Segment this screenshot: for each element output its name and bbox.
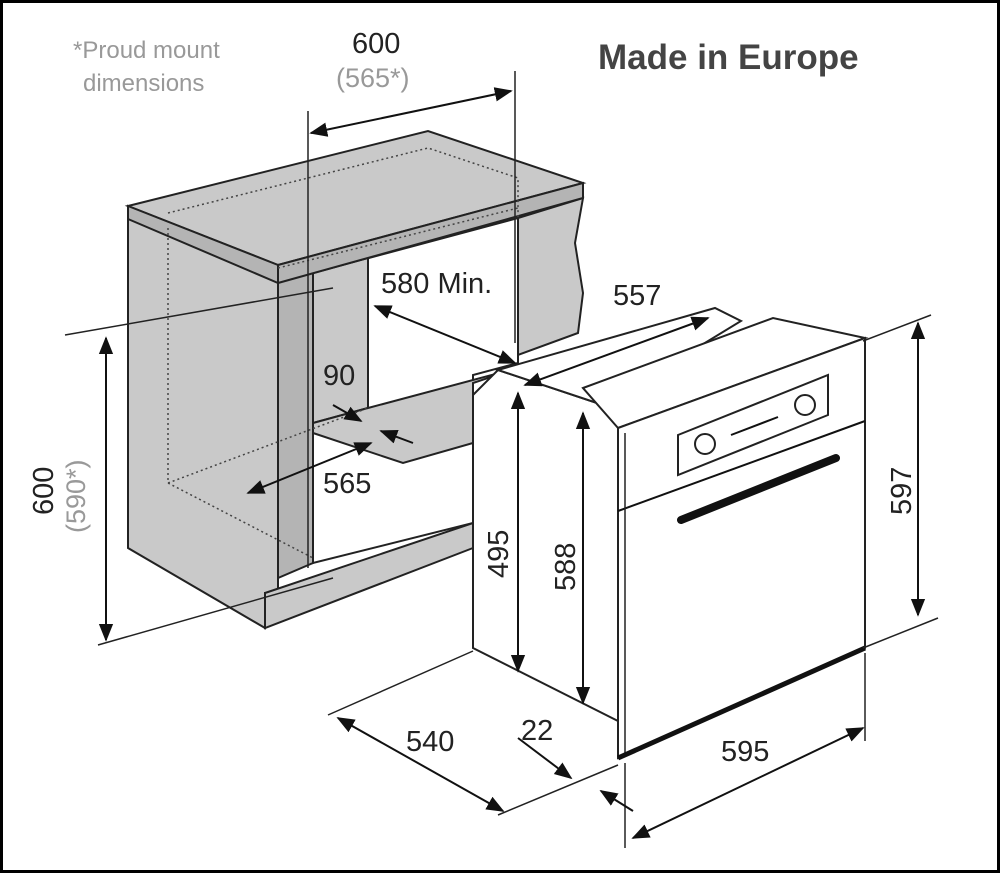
label-oven-side-height: 495	[483, 530, 515, 578]
cabinet-top-side-edge	[277, 181, 584, 285]
label-cabinet-height-proud: (590*)	[61, 459, 91, 533]
label-oven-body-height: 588	[550, 543, 582, 591]
note-line2: dimensions	[83, 70, 204, 97]
note-line1: *Proud mount	[73, 37, 220, 64]
label-inner-width: 565	[323, 468, 371, 500]
label-vent-gap: 90	[323, 360, 355, 392]
label-cabinet-depth-min: 580 Min.	[381, 268, 492, 300]
label-oven-front-height: 597	[886, 467, 918, 515]
label-front-panel-depth: 22	[521, 715, 553, 747]
oven-knob-left	[694, 433, 716, 455]
label-cabinet-width-proud: (565*)	[336, 63, 410, 93]
label-oven-depth: 540	[406, 726, 454, 758]
label-oven-front-width: 595	[721, 736, 769, 768]
dimension-arrows	[98, 87, 926, 839]
cabinet-right-panel	[517, 196, 585, 357]
label-cabinet-width: 600	[352, 28, 400, 60]
cabinet-left-panel	[127, 216, 279, 630]
label-cabinet-height: 600	[28, 467, 60, 515]
diagram-drawing: *Proud mount dimensions Made in Europe 6…	[28, 28, 939, 848]
oven-knob-right	[794, 394, 816, 416]
made-in-europe-title: Made in Europe	[598, 38, 859, 77]
oven-control-panel	[677, 373, 829, 477]
oven	[472, 306, 869, 761]
oven-door-handle	[677, 454, 840, 524]
label-oven-top-depth: 557	[613, 280, 661, 312]
cabinet-inner-left-wall	[312, 256, 369, 425]
oven-display	[730, 416, 779, 436]
